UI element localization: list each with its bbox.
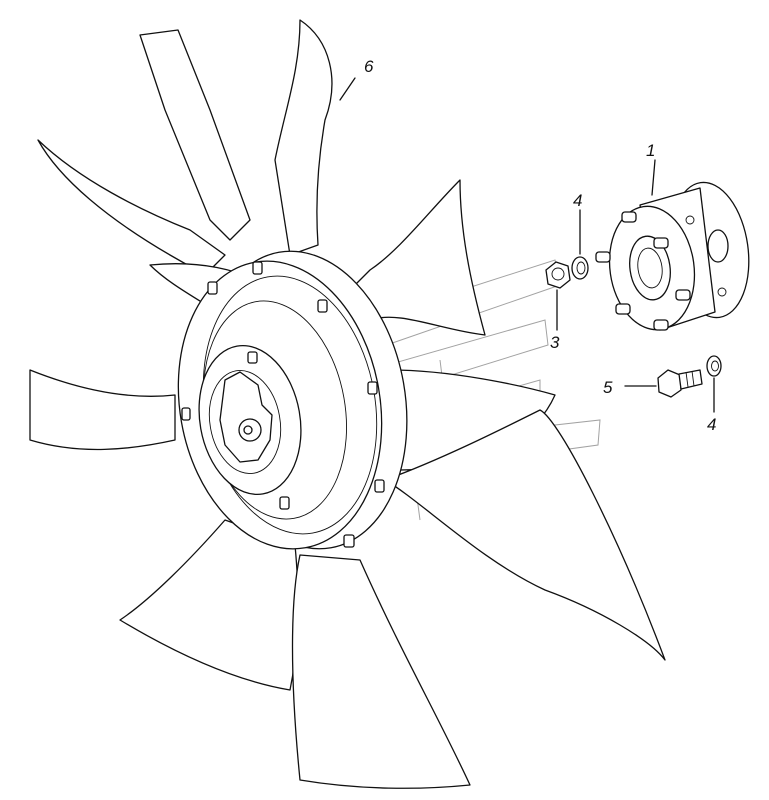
fan-blade xyxy=(384,409,666,661)
callout-6: 6 xyxy=(364,57,374,76)
drive-hub xyxy=(595,181,750,331)
fan-blade xyxy=(37,139,226,276)
fan-blade xyxy=(29,369,176,451)
fan-blade xyxy=(339,179,486,336)
callout-4-lower: 4 xyxy=(707,415,716,434)
fan-blade xyxy=(291,554,471,789)
washer-lower xyxy=(706,355,722,377)
leader-lines xyxy=(339,77,715,413)
callout-5: 5 xyxy=(603,378,613,397)
fan-blade xyxy=(274,19,333,256)
callout-4-upper: 4 xyxy=(573,191,582,210)
fan-blade xyxy=(139,29,251,241)
callout-1: 1 xyxy=(646,141,655,160)
fan-hub xyxy=(177,250,408,550)
washer-upper xyxy=(571,256,589,280)
bolt xyxy=(657,369,703,398)
nut xyxy=(545,261,571,289)
callout-3: 3 xyxy=(550,333,560,352)
